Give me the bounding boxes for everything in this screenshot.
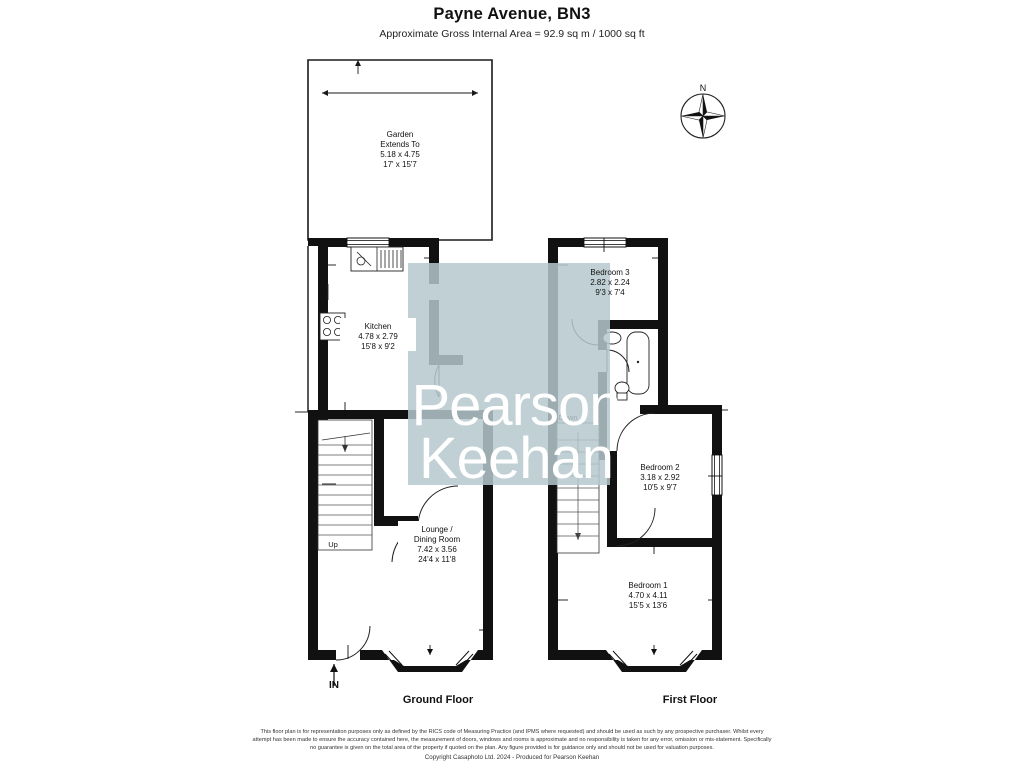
plan-footer: This floor plan is for representation pu… bbox=[0, 728, 1024, 762]
bedroom2-imperial: 10'5 x 9'7 bbox=[643, 483, 677, 492]
first-dimension-ticks bbox=[554, 238, 728, 601]
garden-qualifier: Extends To bbox=[380, 140, 420, 149]
bedroom1-metric: 4.70 x 4.11 bbox=[629, 591, 669, 600]
bedroom3-imperial: 9'3 x 7'4 bbox=[595, 288, 625, 297]
bedroom2-metric: 3.18 x 2.92 bbox=[640, 473, 680, 482]
lounge-imperial: 24'4 x 11'8 bbox=[418, 555, 456, 564]
watermark-line-1: Pearson bbox=[411, 373, 620, 438]
watermark: Pearson Keehan bbox=[408, 263, 622, 491]
room-label-kitchen: Kitchen 4.78 x 2.79 15'8 x 9'2 bbox=[340, 318, 416, 351]
copyright-text: Copyright Casaphoto Ltd. 2024 - Produced… bbox=[424, 754, 600, 761]
room-label-bedroom-3: Bedroom 3 2.82 x 2.24 9'3 x 7'4 bbox=[590, 268, 630, 297]
entrance-label: IN bbox=[329, 680, 339, 691]
garden-imperial: 17' x 15'7 bbox=[383, 160, 417, 169]
compass-rose-icon: N bbox=[680, 83, 726, 139]
room-label-garden: Garden Extends To 5.18 x 4.75 17' x 15'7 bbox=[380, 130, 420, 169]
entrance-marker: IN bbox=[329, 664, 339, 691]
bedroom1-imperial: 15'5 x 13'6 bbox=[629, 601, 668, 610]
bedroom3-metric: 2.82 x 2.24 bbox=[590, 278, 630, 287]
room-label-lounge-dining: Lounge / Dining Room 7.42 x 3.56 24'4 x … bbox=[398, 521, 476, 565]
ground-floor-label: Ground Floor bbox=[403, 694, 474, 706]
kitchen-imperial: 15'8 x 9'2 bbox=[361, 342, 395, 351]
lounge-metric: 7.42 x 3.56 bbox=[417, 545, 457, 554]
disclaimer-text: This floor plan is for representation pu… bbox=[252, 729, 772, 751]
compass-north-label: N bbox=[700, 83, 707, 93]
watermark-line-2: Keehan bbox=[419, 426, 613, 491]
bedroom3-name: Bedroom 3 bbox=[590, 268, 630, 277]
page-subtitle: Approximate Gross Internal Area = 92.9 s… bbox=[379, 28, 645, 40]
kitchen-metric: 4.78 x 2.79 bbox=[358, 332, 398, 341]
bedroom1-name: Bedroom 1 bbox=[628, 581, 668, 590]
room-label-bedroom-1: Bedroom 1 4.70 x 4.11 15'5 x 13'6 bbox=[628, 581, 668, 610]
ground-dimension-ticks bbox=[295, 257, 493, 659]
ground-stair-label: Up bbox=[328, 540, 338, 549]
room-label-bedroom-2: Bedroom 2 3.18 x 2.92 10'5 x 9'7 bbox=[640, 463, 680, 492]
plan-header: Payne Avenue, BN3 Approximate Gross Inte… bbox=[0, 0, 1024, 41]
lounge-name: Lounge / bbox=[421, 525, 453, 534]
garden-outline bbox=[307, 59, 493, 241]
ground-stairs: Up bbox=[317, 419, 373, 551]
lounge-qualifier: Dining Room bbox=[414, 535, 461, 544]
first-floor-label: First Floor bbox=[663, 694, 718, 706]
garden-metric: 5.18 x 4.75 bbox=[380, 150, 420, 159]
page-title: Payne Avenue, BN3 bbox=[433, 5, 591, 23]
garden-name: Garden bbox=[387, 130, 414, 139]
kitchen-name: Kitchen bbox=[365, 322, 392, 331]
bedroom2-name: Bedroom 2 bbox=[640, 463, 680, 472]
